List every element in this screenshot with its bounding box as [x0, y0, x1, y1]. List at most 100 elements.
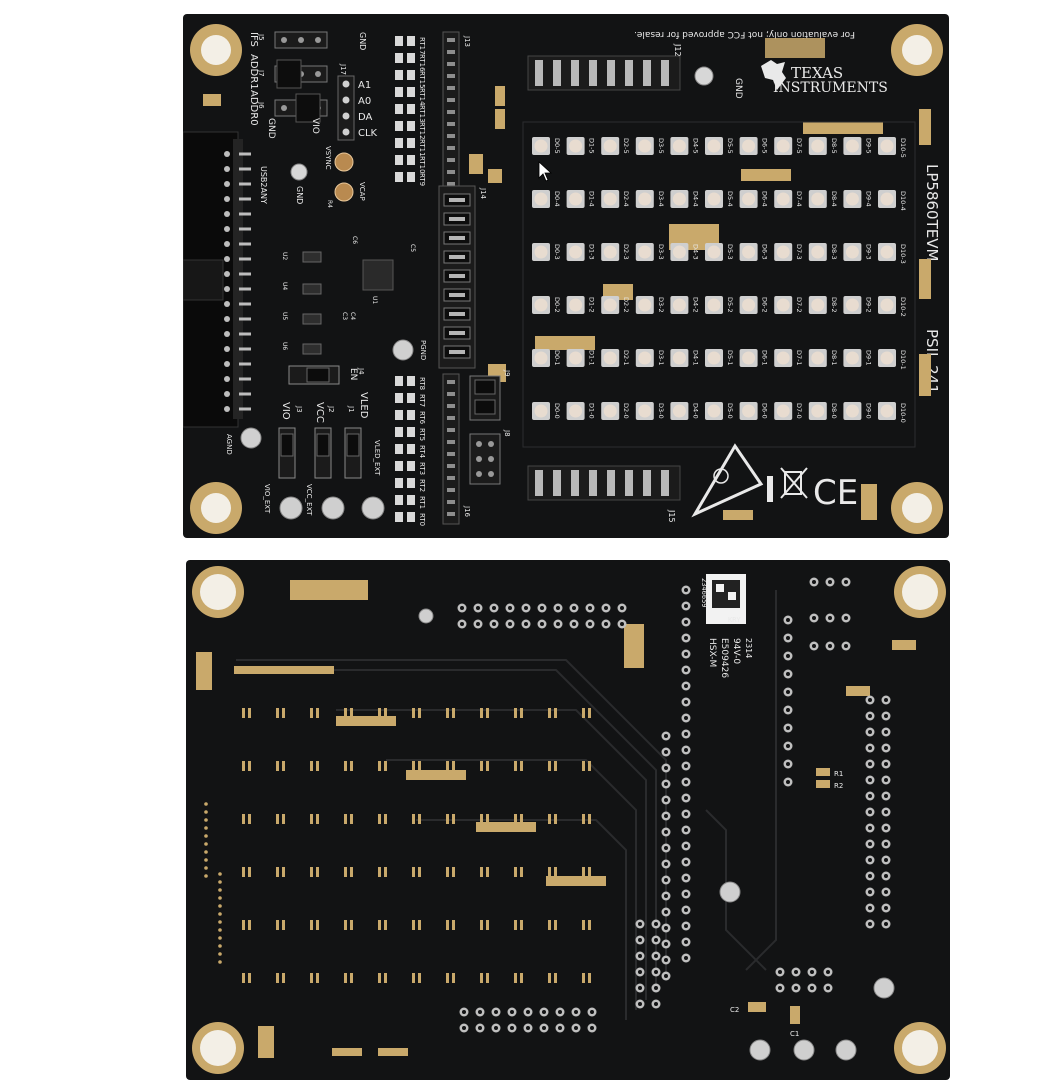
- label-r1: R1: [834, 770, 843, 778]
- led-d6-5: D6-5: [739, 137, 769, 155]
- label-vcap: VCAP: [358, 182, 366, 201]
- resistor-rt6: RT6: [395, 410, 426, 425]
- led-d8-5: D8-5: [808, 137, 838, 155]
- led-d9-2: D9-2: [843, 296, 872, 314]
- resistor-rt12: RT12: [395, 121, 426, 140]
- label-gnd-j6: GND: [266, 118, 276, 139]
- label-addr0: ADDR0: [248, 90, 259, 126]
- header-j16[interactable]: [442, 373, 460, 525]
- led-label: D3-0: [657, 403, 665, 419]
- resistor-label: RT13: [418, 105, 426, 123]
- led-label: D9-1: [864, 350, 872, 366]
- fab-date: 2314: [744, 638, 753, 658]
- jumper-j7[interactable]: [274, 59, 328, 89]
- resistor-label: RT16: [418, 54, 426, 72]
- led-label: D1-2: [588, 297, 596, 313]
- resistor-label: RT1: [418, 496, 426, 509]
- header-j17[interactable]: [337, 75, 355, 141]
- jumper-j9[interactable]: [469, 375, 501, 421]
- pgnd-test-point[interactable]: [392, 339, 414, 361]
- led-label: D10-0: [899, 403, 907, 423]
- gnd-test-point-left[interactable]: [290, 163, 308, 181]
- led-d0-2: D0-2: [532, 296, 561, 314]
- label-a1: A1: [358, 80, 371, 91]
- model-name: LP5860TEVM: [923, 164, 941, 261]
- resistor-label: RT8: [418, 377, 426, 390]
- led-d1-4: D1-4: [566, 190, 596, 208]
- led-d6-1: D6-1: [739, 349, 769, 367]
- vsync-test-point[interactable]: [334, 152, 354, 172]
- caution-triangle-icon: [691, 443, 764, 518]
- label-pgnd: PGND: [419, 340, 427, 360]
- small-ics: [302, 251, 322, 355]
- led-d10-2: D10-2: [878, 296, 907, 317]
- led-label: D2-0: [622, 403, 630, 419]
- resistor-rt0: RT0: [395, 512, 426, 526]
- jumper-j2[interactable]: [314, 427, 332, 479]
- pcb-top-artwork: For evaluation only; not FCC approved fo…: [183, 24, 943, 534]
- vcap-test-point[interactable]: [334, 182, 354, 202]
- jumper-j5[interactable]: [274, 31, 328, 49]
- led-label: D9-3: [864, 244, 872, 260]
- led-d3-5: D3-5: [635, 137, 665, 155]
- led-label: D10-2: [899, 297, 907, 317]
- led-label: D3-5: [657, 138, 665, 154]
- jumper-j3[interactable]: [278, 427, 296, 479]
- label-j15: J15: [667, 509, 676, 523]
- led-d0-4: D0-4: [532, 190, 561, 208]
- led-label: D5-0: [726, 403, 734, 419]
- led-label: D6-0: [761, 403, 769, 419]
- resistor-label: RT17: [418, 37, 426, 55]
- resistor-rt1: RT1: [395, 495, 426, 509]
- vled-ext-test-point[interactable]: [361, 496, 385, 520]
- fab-line3: 94V-0: [731, 638, 741, 664]
- led-d5-4: D5-4: [705, 190, 734, 208]
- gold-pad-clusters: [203, 38, 931, 520]
- header-j15[interactable]: [527, 465, 681, 501]
- resistor-label: RT2: [418, 479, 426, 492]
- label-en: EN: [348, 368, 358, 380]
- ti-logo-icon: [761, 60, 786, 90]
- jumper-j6[interactable]: [274, 93, 328, 123]
- mounting-holes-bottom: [192, 566, 946, 1074]
- vcc-ext-test-point[interactable]: [321, 496, 345, 520]
- label-j6: J6: [257, 101, 265, 109]
- led-d2-3: D2-3: [601, 243, 630, 261]
- led-label: D3-2: [657, 297, 665, 313]
- usb2any-connector[interactable]: [183, 131, 243, 428]
- led-d1-3: D1-3: [566, 243, 596, 261]
- label-u5: U5: [281, 312, 288, 320]
- jumper-j8[interactable]: [469, 433, 501, 485]
- label-j2: J2: [327, 405, 335, 413]
- label-u2: U2: [281, 252, 288, 260]
- label-code: KRY: [728, 616, 741, 624]
- jumper-j4[interactable]: [288, 365, 340, 385]
- bottom-via-large: [418, 608, 434, 624]
- resistor-rt8: RT8: [395, 376, 426, 390]
- label-vled: VLED: [358, 392, 369, 419]
- led-label: D1-4: [588, 191, 596, 207]
- resistor-label: RT12: [418, 122, 426, 140]
- led-label: D8-4: [830, 191, 838, 207]
- agnd-test-point[interactable]: [240, 427, 262, 449]
- bottom-test-point-3: [835, 1039, 857, 1061]
- bottom-pad-grid: [204, 708, 591, 983]
- label-j17: J17: [339, 63, 347, 75]
- resistor-label: RT6: [418, 411, 426, 425]
- jumper-j1[interactable]: [344, 427, 362, 479]
- led-label: D2-5: [622, 138, 630, 154]
- bottom-test-point-right: [873, 977, 895, 999]
- led-d6-4: D6-4: [739, 190, 769, 208]
- header-j12[interactable]: [527, 55, 681, 91]
- led-d4-5: D4-5: [670, 137, 699, 155]
- vio-ext-test-point[interactable]: [279, 496, 303, 520]
- label-c6: C6: [351, 236, 358, 244]
- led-d2-4: D2-4: [601, 190, 630, 208]
- led-label: D9-4: [864, 191, 872, 207]
- fcc-notice: For evaluation only; not FCC approved fo…: [634, 29, 855, 39]
- led-label: D7-4: [795, 191, 803, 207]
- led-matrix-outline: [522, 121, 916, 448]
- led-label: D2-4: [622, 191, 630, 207]
